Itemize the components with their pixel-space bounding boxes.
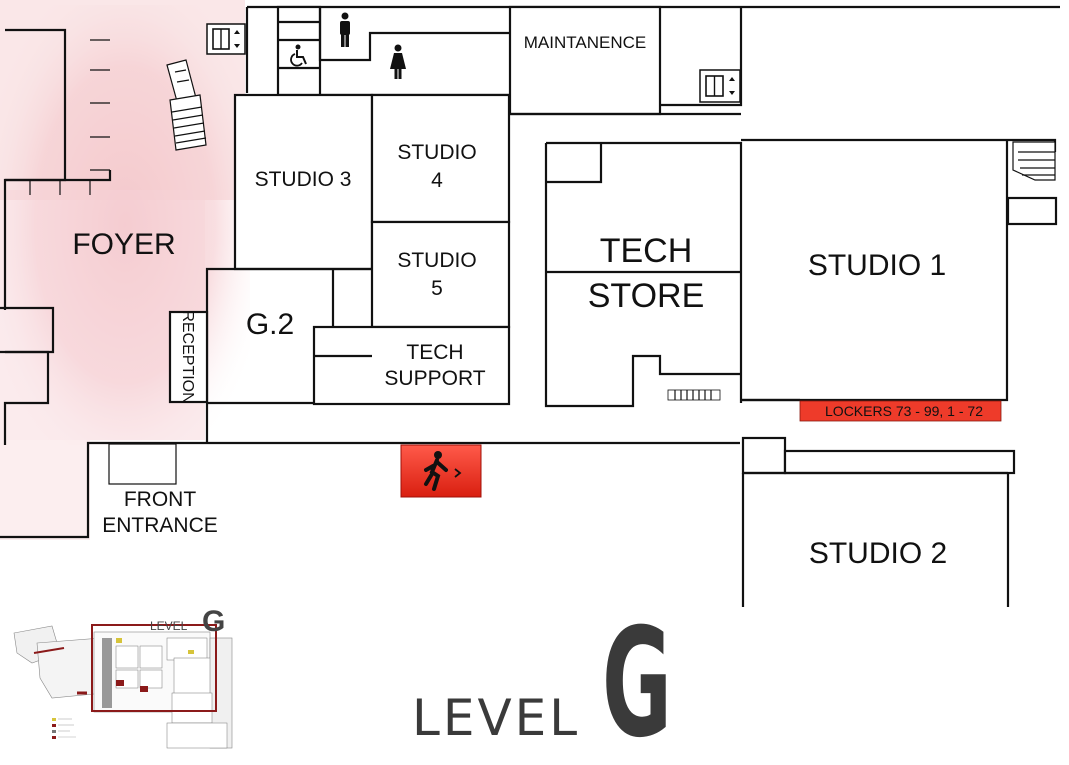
level-word: LEVEL	[412, 689, 580, 747]
studio3-label: STUDIO 3	[255, 168, 352, 191]
foyer-label: FOYER	[72, 228, 175, 261]
stairs-icon	[1012, 141, 1056, 181]
tech-store-label-line1: TECH	[600, 232, 693, 270]
level-letter: G	[602, 597, 672, 765]
studio5-label-line2: 5	[431, 277, 443, 300]
minimap-level-word: LEVEL	[150, 619, 188, 633]
reception-label: RECEPTION	[179, 310, 196, 403]
front-entrance-label-line1: FRONT	[124, 488, 196, 511]
locator-frame	[91, 624, 217, 712]
lockers-label: LOCKERS 73 - 99, 1 - 72	[825, 403, 983, 419]
accessible-toilet-icon	[290, 44, 307, 67]
maintenance-label: MAINTANENCE	[524, 33, 646, 52]
tech-store-label-line2: STORE	[588, 277, 705, 315]
studio4-label-line1: STUDIO	[397, 141, 476, 164]
minimap-level-letter: G	[202, 605, 225, 638]
studio5-label-line1: STUDIO	[397, 249, 476, 272]
studio2-label: STUDIO 2	[809, 537, 947, 570]
front-entrance-label-line2: ENTRANCE	[102, 514, 218, 537]
tech-support-label-line1: TECH	[406, 341, 463, 364]
elevator-icon	[206, 23, 246, 55]
lockers-highlight	[799, 400, 1002, 422]
studio1-label: STUDIO 1	[808, 249, 946, 282]
stairs-icon	[166, 59, 207, 151]
studio4-label-line2: 4	[431, 169, 443, 192]
level-title: LEVEL G	[412, 597, 672, 765]
g2-label: G.2	[246, 308, 294, 341]
emergency-exit-icon	[400, 444, 482, 498]
locator-minimap: LEVEL G	[12, 598, 240, 753]
room-labels: FOYER STUDIO 3 STUDIO 4 STUDIO 5 G.2 REC…	[72, 33, 983, 570]
elevator-icon	[699, 69, 741, 103]
walls	[0, 5, 1060, 607]
male-toilet-icon	[340, 12, 350, 47]
tech-support-label-line2: SUPPORT	[384, 367, 485, 390]
female-toilet-icon	[390, 44, 406, 79]
ramp-icon	[667, 389, 721, 401]
